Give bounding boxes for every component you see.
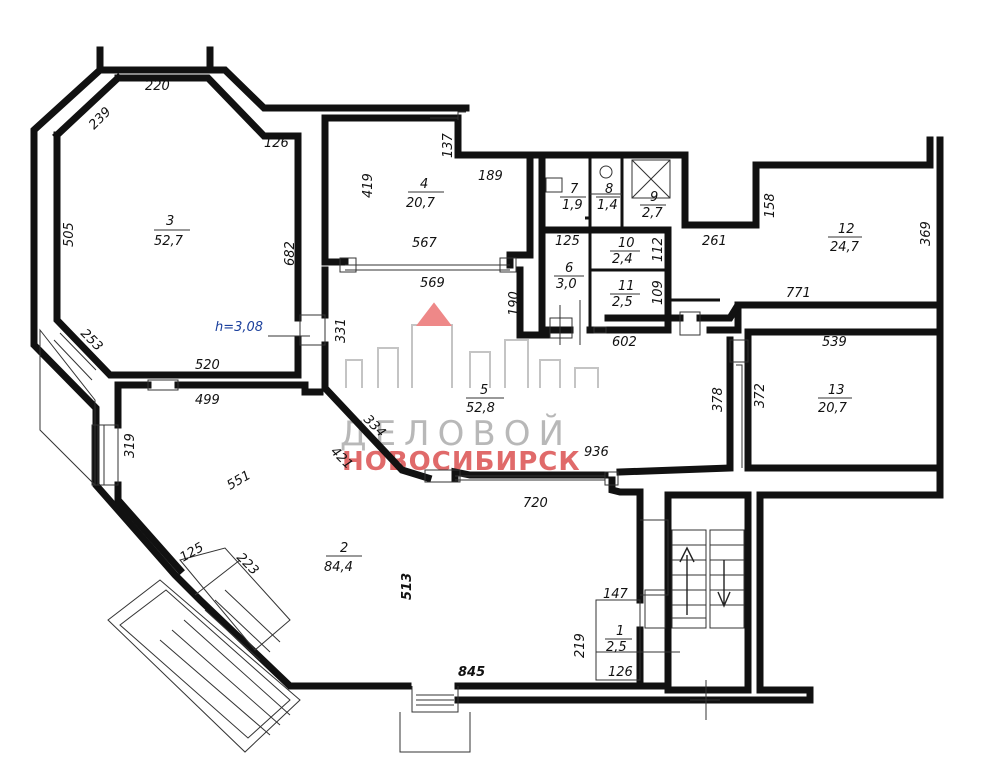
dim-125-bath: 125 bbox=[555, 234, 580, 249]
room-7-number: 7 bbox=[570, 182, 579, 197]
room-labels: 3 52,7 4 20,7 5 52,8 6 3,0 7 1,9 8 1,4 bbox=[154, 177, 862, 655]
room-5-label: 5 52,8 bbox=[466, 383, 504, 416]
dim-539: 539 bbox=[822, 335, 847, 350]
dim-319: 319 bbox=[123, 433, 138, 458]
room-9-number: 9 bbox=[650, 190, 658, 205]
dim-419: 419 bbox=[361, 173, 376, 198]
dim-239: 239 bbox=[86, 105, 114, 133]
room-13-area: 20,7 bbox=[818, 401, 848, 416]
room-7-area: 1,9 bbox=[562, 198, 583, 213]
dim-845: 845 bbox=[458, 665, 485, 680]
room-2-area: 84,4 bbox=[324, 560, 353, 575]
dim-682: 682 bbox=[283, 241, 298, 266]
room-9-label: 9 2,7 bbox=[640, 190, 666, 221]
dim-499: 499 bbox=[195, 393, 220, 408]
room-11-area: 2,5 bbox=[612, 295, 633, 310]
dim-551: 551 bbox=[225, 468, 254, 493]
dim-261: 261 bbox=[702, 234, 727, 249]
room-9-area: 2,7 bbox=[642, 206, 663, 221]
dim-513: 513 bbox=[400, 573, 415, 600]
room-8-number: 8 bbox=[605, 182, 613, 197]
room-2-number: 2 bbox=[340, 541, 348, 556]
dim-219: 219 bbox=[573, 633, 588, 658]
room-10-label: 10 2,4 bbox=[610, 236, 640, 267]
room-5-number: 5 bbox=[480, 383, 488, 398]
dim-567: 567 bbox=[412, 236, 438, 251]
dim-126-bottom: 126 bbox=[608, 665, 633, 680]
room-6-label: 6 3,0 bbox=[554, 261, 584, 292]
dim-372: 372 bbox=[753, 383, 768, 408]
room-1-area: 2,5 bbox=[606, 640, 627, 655]
dim-190: 190 bbox=[507, 291, 522, 316]
room-12-number: 12 bbox=[838, 222, 855, 237]
dim-137: 137 bbox=[441, 132, 456, 158]
dim-369: 369 bbox=[919, 221, 934, 246]
room-3-area: 52,7 bbox=[154, 234, 184, 249]
dim-505: 505 bbox=[62, 222, 77, 247]
room-13-label: 13 20,7 bbox=[818, 383, 852, 416]
room-4-number: 4 bbox=[420, 177, 428, 192]
room-13-number: 13 bbox=[828, 383, 845, 398]
fixtures bbox=[39, 111, 749, 753]
room-4-area: 20,7 bbox=[406, 196, 436, 211]
room-7-label: 7 1,9 bbox=[560, 182, 586, 213]
room-11-label: 11 2,5 bbox=[610, 279, 640, 310]
dim-771: 771 bbox=[786, 286, 811, 301]
room-11-number: 11 bbox=[618, 279, 635, 294]
room-12-area: 24,7 bbox=[830, 240, 860, 255]
dim-569: 569 bbox=[420, 276, 445, 291]
dim-112: 112 bbox=[651, 237, 666, 262]
room-12-label: 12 24,7 bbox=[828, 222, 862, 255]
dim-125-stair: 125 bbox=[178, 540, 207, 565]
room-1-number: 1 bbox=[616, 624, 624, 639]
room-3-label: 3 52,7 bbox=[154, 214, 190, 249]
room-8-label: 8 1,4 bbox=[596, 182, 620, 213]
dim-109: 109 bbox=[651, 280, 666, 305]
dim-720: 720 bbox=[523, 496, 548, 511]
room-10-area: 2,4 bbox=[612, 252, 633, 267]
room-6-area: 3,0 bbox=[556, 277, 577, 292]
room-2-label: 2 84,4 bbox=[324, 541, 362, 575]
watermark-skyline-icon bbox=[345, 302, 599, 388]
room-1-label: 1 2,5 bbox=[605, 624, 632, 655]
dim-189: 189 bbox=[478, 169, 503, 184]
dim-147: 147 bbox=[603, 587, 629, 602]
room-3-number: 3 bbox=[166, 214, 174, 229]
dim-520: 520 bbox=[195, 358, 220, 373]
dim-126-top: 126 bbox=[264, 136, 289, 151]
room-4-label: 4 20,7 bbox=[406, 177, 444, 211]
dim-220: 220 bbox=[145, 79, 170, 94]
ceiling-height-label: h=3,08 bbox=[215, 320, 263, 335]
dim-331: 331 bbox=[334, 318, 349, 343]
dim-378: 378 bbox=[711, 387, 726, 412]
dim-158: 158 bbox=[763, 193, 778, 218]
room-10-number: 10 bbox=[618, 236, 635, 251]
dim-223: 223 bbox=[233, 550, 261, 578]
dim-936: 936 bbox=[584, 445, 609, 460]
room-8-area: 1,4 bbox=[597, 198, 618, 213]
room-5-area: 52,8 bbox=[466, 401, 495, 416]
walls bbox=[30, 46, 944, 704]
dim-602: 602 bbox=[612, 335, 637, 350]
room-6-number: 6 bbox=[565, 261, 573, 276]
